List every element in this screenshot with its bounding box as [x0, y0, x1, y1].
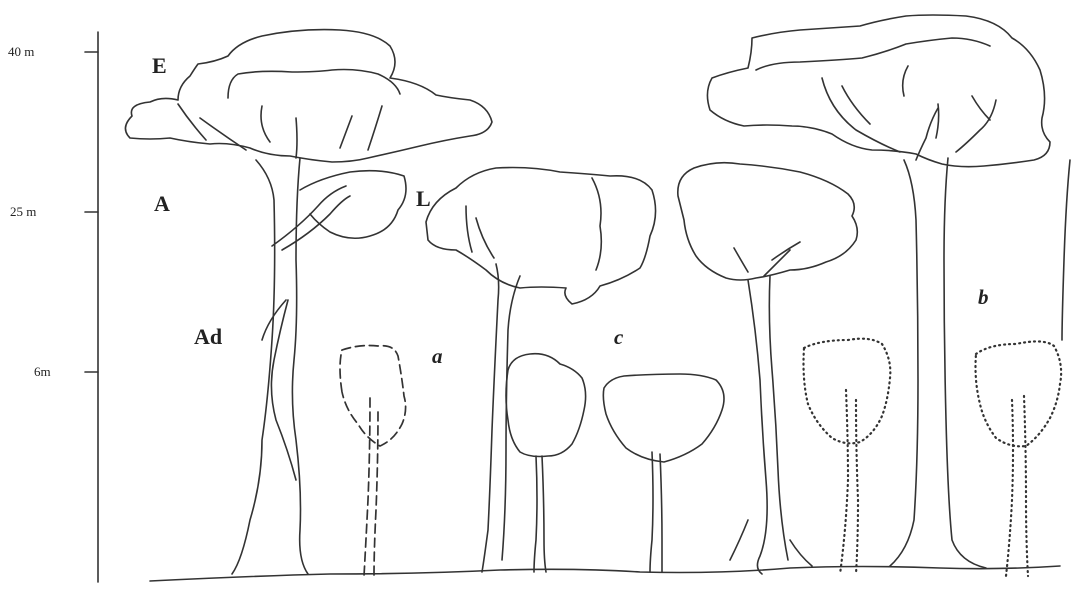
understory-tree-c1-trunk [534, 456, 546, 572]
canopy-tree-right-branches [734, 242, 800, 276]
emergent-tree-left-crown-inner [228, 70, 400, 99]
emergent-tree-left-branches [178, 104, 382, 158]
sapling-b1-trunk [840, 390, 858, 574]
tick-label-6m: 6m [34, 364, 51, 379]
forest-edge-right [1062, 160, 1070, 340]
stratum-label-lower-canopy: L [416, 186, 431, 211]
stratum-label-emergent: E [152, 53, 167, 78]
zone-label-b: b [978, 285, 989, 309]
height-axis: 40 m 25 m 6m [8, 32, 98, 582]
emergent-tree-right-trunk [890, 158, 986, 568]
ground-line [150, 566, 1060, 581]
sapling-b2-trunk [1006, 396, 1028, 576]
canopy-tree-right-buttress [730, 520, 812, 566]
emergent-tree-left-crown [125, 30, 492, 162]
sapling-a-crown [340, 346, 406, 447]
zone-label-c: c [614, 325, 624, 349]
stratum-label-understory: Ad [194, 324, 222, 349]
emergent-tree-left-liana [262, 300, 296, 480]
emergent-tree-right-branches [822, 78, 996, 160]
tick-label-25m: 25 m [10, 204, 36, 219]
canopy-tree-under-e-crown [300, 171, 406, 239]
understory-tree-c2-trunk [650, 452, 662, 572]
canopy-tree-right-trunk [748, 276, 788, 574]
lower-canopy-tree-crown [426, 168, 656, 305]
lower-canopy-tree-trunk [482, 264, 520, 572]
canopy-tree-under-e-branches [272, 186, 350, 250]
emergent-tree-right-crown [707, 15, 1050, 167]
stratum-label-canopy: A [154, 191, 170, 216]
emergent-tree-left-trunk [232, 158, 308, 574]
understory-tree-c1-crown [506, 354, 586, 457]
tick-label-40m: 40 m [8, 44, 34, 59]
sapling-a-trunk [364, 398, 378, 576]
lower-canopy-tree-crown-inner [466, 178, 601, 270]
sapling-b2-crown [976, 341, 1062, 446]
zone-label-a: a [432, 344, 443, 368]
canopy-tree-right-crown [678, 163, 858, 280]
understory-tree-c2-crown [603, 374, 724, 462]
emergent-tree-right-crown-inner [756, 38, 990, 138]
